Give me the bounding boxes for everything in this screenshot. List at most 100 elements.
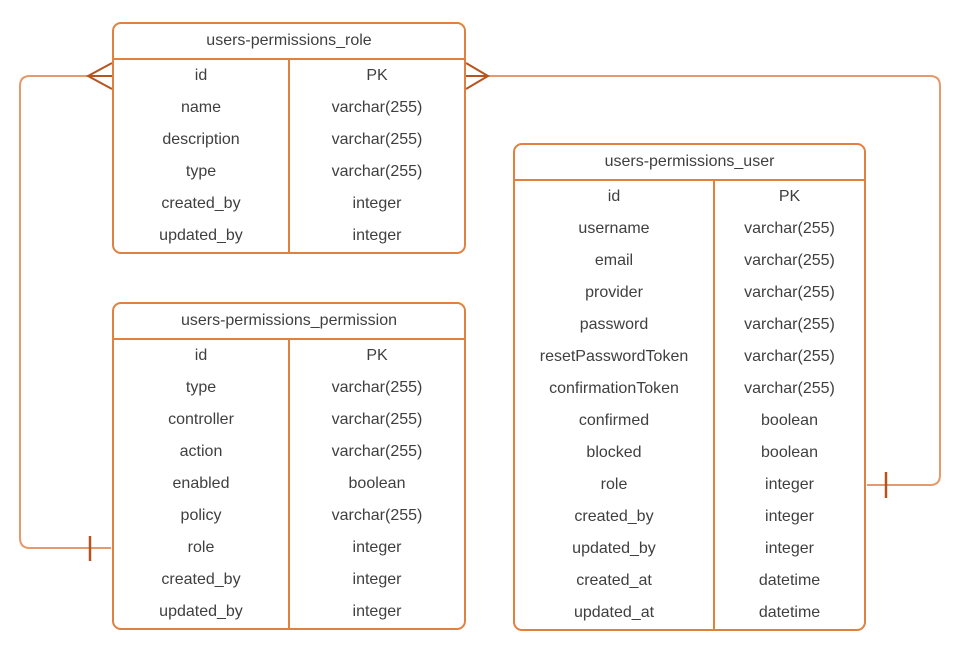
- field-type-cell: integer: [352, 227, 402, 244]
- field-name-cell: created_by: [515, 501, 715, 533]
- field-name-cell: type: [114, 372, 290, 404]
- connector-line[interactable]: [19, 75, 111, 549]
- field-type-cell: boolean: [348, 475, 406, 492]
- table-row: blocked boolean: [515, 437, 864, 469]
- field-name-cell: email: [515, 245, 715, 277]
- field-type-cell: varchar(255): [331, 163, 423, 180]
- table-row: created_by integer: [114, 188, 464, 220]
- table-row: created_at datetime: [515, 565, 864, 597]
- field-type-cell: integer: [765, 540, 814, 557]
- table-row: password varchar(255): [515, 309, 864, 341]
- crow-foot-many-icon: [85, 62, 113, 90]
- table-row: updated_by integer: [114, 596, 464, 628]
- field-name-cell: action: [114, 436, 290, 468]
- field-name-cell: role: [114, 532, 290, 564]
- field-name-cell: id: [114, 60, 290, 92]
- field-name-cell: created_at: [515, 565, 715, 597]
- field-type-cell: datetime: [758, 604, 821, 621]
- field-name-cell: controller: [114, 404, 290, 436]
- entity-rows: id PK username varchar(255) email varchar(255…: [515, 181, 864, 629]
- field-name-cell: updated_by: [114, 596, 290, 628]
- field-type-cell: PK: [366, 67, 388, 84]
- table-row: id PK: [114, 60, 464, 92]
- entity-title: users-permissions_permission: [114, 304, 464, 340]
- field-type-cell: varchar(255): [744, 220, 835, 237]
- connector-line[interactable]: [488, 75, 941, 486]
- field-name-cell: confirmed: [515, 405, 715, 437]
- entity-users-permissions-user[interactable]: users-permissions_user id PK username varch…: [513, 143, 866, 631]
- field-name-cell: username: [515, 213, 715, 245]
- table-row: updated_by integer: [515, 533, 864, 565]
- field-name-cell: password: [515, 309, 715, 341]
- field-type-cell: varchar(255): [744, 284, 835, 301]
- field-type-cell: integer: [352, 539, 402, 556]
- table-row: username varchar(255): [515, 213, 864, 245]
- table-row: created_by integer: [515, 501, 864, 533]
- field-name-cell: provider: [515, 277, 715, 309]
- table-row: id PK: [114, 340, 464, 372]
- field-name-cell: updated_at: [515, 597, 715, 629]
- field-name-cell: created_by: [114, 564, 290, 596]
- field-name-cell: updated_by: [515, 533, 715, 565]
- field-type-cell: varchar(255): [744, 380, 835, 397]
- field-type-cell: integer: [765, 508, 814, 525]
- field-type-cell: boolean: [761, 412, 818, 429]
- field-type-cell: boolean: [761, 444, 818, 461]
- field-type-cell: PK: [778, 188, 801, 205]
- field-type-cell: varchar(255): [331, 507, 423, 524]
- relationship-role-user[interactable]: [465, 62, 941, 498]
- table-row: name varchar(255): [114, 92, 464, 124]
- field-type-cell: PK: [366, 347, 388, 364]
- field-type-cell: integer: [352, 571, 402, 588]
- table-row: created_by integer: [114, 564, 464, 596]
- table-row: type varchar(255): [114, 156, 464, 188]
- field-name-cell: role: [515, 469, 715, 501]
- table-row: confirmationToken varchar(255): [515, 373, 864, 405]
- table-row: role integer: [114, 532, 464, 564]
- field-type-cell: varchar(255): [331, 411, 423, 428]
- table-row: enabled boolean: [114, 468, 464, 500]
- field-name-cell: resetPasswordToken: [515, 341, 715, 373]
- field-type-cell: varchar(255): [744, 252, 835, 269]
- field-type-cell: varchar(255): [331, 131, 423, 148]
- field-type-cell: varchar(255): [744, 316, 835, 333]
- table-row: resetPasswordToken varchar(255): [515, 341, 864, 373]
- table-row: controller varchar(255): [114, 404, 464, 436]
- entity-rows: id PK name varchar(255) description varchar(2…: [114, 60, 464, 252]
- field-type-cell: integer: [352, 195, 402, 212]
- relationship-role-permission[interactable]: [19, 62, 113, 561]
- field-name-cell: blocked: [515, 437, 715, 469]
- table-row: id PK: [515, 181, 864, 213]
- table-row: action varchar(255): [114, 436, 464, 468]
- field-type-cell: varchar(255): [331, 443, 423, 460]
- entity-title: users-permissions_user: [515, 145, 864, 181]
- field-name-cell: created_by: [114, 188, 290, 220]
- field-name-cell: type: [114, 156, 290, 188]
- field-name-cell: policy: [114, 500, 290, 532]
- field-name-cell: name: [114, 92, 290, 124]
- crow-foot-many-icon: [465, 62, 490, 90]
- entity-title: users-permissions_role: [114, 24, 464, 60]
- field-type-cell: datetime: [758, 572, 821, 589]
- table-row: provider varchar(255): [515, 277, 864, 309]
- field-name-cell: id: [114, 340, 290, 372]
- field-name-cell: id: [515, 181, 715, 213]
- entity-users-permissions-role[interactable]: users-permissions_role id PK name varchar(2…: [112, 22, 466, 254]
- table-row: email varchar(255): [515, 245, 864, 277]
- field-type-cell: varchar(255): [331, 99, 423, 116]
- field-name-cell: confirmationToken: [515, 373, 715, 405]
- table-row: description varchar(255): [114, 124, 464, 156]
- field-type-cell: integer: [765, 476, 814, 493]
- field-type-cell: varchar(255): [744, 348, 835, 365]
- field-name-cell: enabled: [114, 468, 290, 500]
- field-name-cell: description: [114, 124, 290, 156]
- table-row: confirmed boolean: [515, 405, 864, 437]
- field-type-cell: integer: [352, 603, 402, 620]
- table-row: policy varchar(255): [114, 500, 464, 532]
- table-row: role integer: [515, 469, 864, 501]
